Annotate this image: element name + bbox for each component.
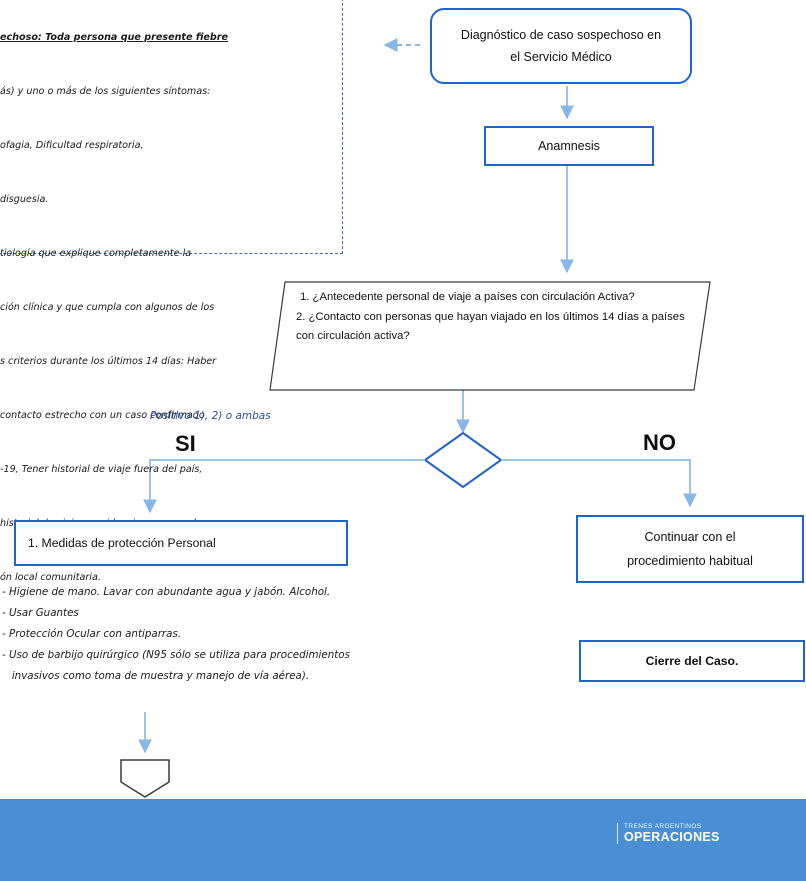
no-label: NO xyxy=(643,430,676,455)
definition-line: -19, Tener historial de viaje fuera del … xyxy=(0,464,203,475)
brand-small-text: TRENES ARGENTINOS xyxy=(624,823,702,830)
list-item: - Usar Guantes xyxy=(2,607,79,619)
questions-parallelogram xyxy=(269,281,711,391)
continuar-box: Continuar con el procedimiento habitual xyxy=(576,515,804,583)
definition-line: s criterios durante los últimos 14 días:… xyxy=(0,356,217,367)
branch-si-line xyxy=(143,459,425,514)
definition-line: echoso: Toda persona que presente fiebre xyxy=(0,32,229,43)
anamnesis-label: Anamnesis xyxy=(538,139,600,153)
branch-no-line xyxy=(501,459,697,508)
continuar-label: Continuar con el procedimiento habitual xyxy=(627,530,753,568)
list-item: invasivos como toma de muestra y manejo … xyxy=(2,670,310,682)
definition-line: ofagia, Dificultad respiratoria, xyxy=(0,140,144,151)
cierre-box: Cierre del Caso. xyxy=(579,640,805,682)
definition-text: echoso: Toda persona que presente fiebre… xyxy=(0,0,330,605)
list-item: - Uso de barbijo quirúrgico (N95 sólo se… xyxy=(2,649,350,661)
question-1: 1. ¿Antecedente personal de viaje a país… xyxy=(300,291,635,303)
definition-line: tiología que explique completamente la xyxy=(0,248,192,259)
brand-logo: TRENES ARGENTINOS OPERACIONES xyxy=(617,823,720,844)
positivo-label: Positivo 1), 2) o ambas xyxy=(150,410,271,422)
brand-name: OPERACIONES xyxy=(624,830,720,844)
diagnostico-label: Diagnóstico de caso sospechoso en el Ser… xyxy=(460,28,662,64)
definition-line: ás) y uno o más de los siguientes síntom… xyxy=(0,86,211,97)
definition-line: disguesia. xyxy=(0,194,49,205)
medidas-box: 1. Medidas de protección Personal xyxy=(14,520,348,566)
diagnostico-box: Diagnóstico de caso sospechoso en el Ser… xyxy=(430,8,692,84)
cierre-label: Cierre del Caso. xyxy=(645,654,739,668)
definition-line: contacto estrecho con un caso confirmado xyxy=(0,410,205,421)
definition-line: ón local comunitaria. xyxy=(0,572,101,583)
medidas-label: 1. Medidas de protección Personal xyxy=(28,536,216,550)
decision-diamond xyxy=(423,431,503,489)
questions-text: 1. ¿Antecedente personal de viaje a país… xyxy=(296,288,696,384)
anamnesis-box: Anamnesis xyxy=(484,126,654,166)
definition-box xyxy=(0,0,343,254)
offpage-connector xyxy=(120,759,170,798)
medidas-list: - Higiene de mano. Lavar con abundante a… xyxy=(2,582,522,687)
list-item: - Higiene de mano. Lavar con abundante a… xyxy=(2,586,331,598)
footer-bar xyxy=(0,799,806,881)
definition-line: ción clínica y que cumpla con algunos de… xyxy=(0,302,215,313)
si-label: SI xyxy=(175,431,196,456)
list-item: - Protección Ocular con antiparras. xyxy=(2,628,182,640)
question-2: 2. ¿Contacto con personas que hayan viaj… xyxy=(296,311,685,342)
